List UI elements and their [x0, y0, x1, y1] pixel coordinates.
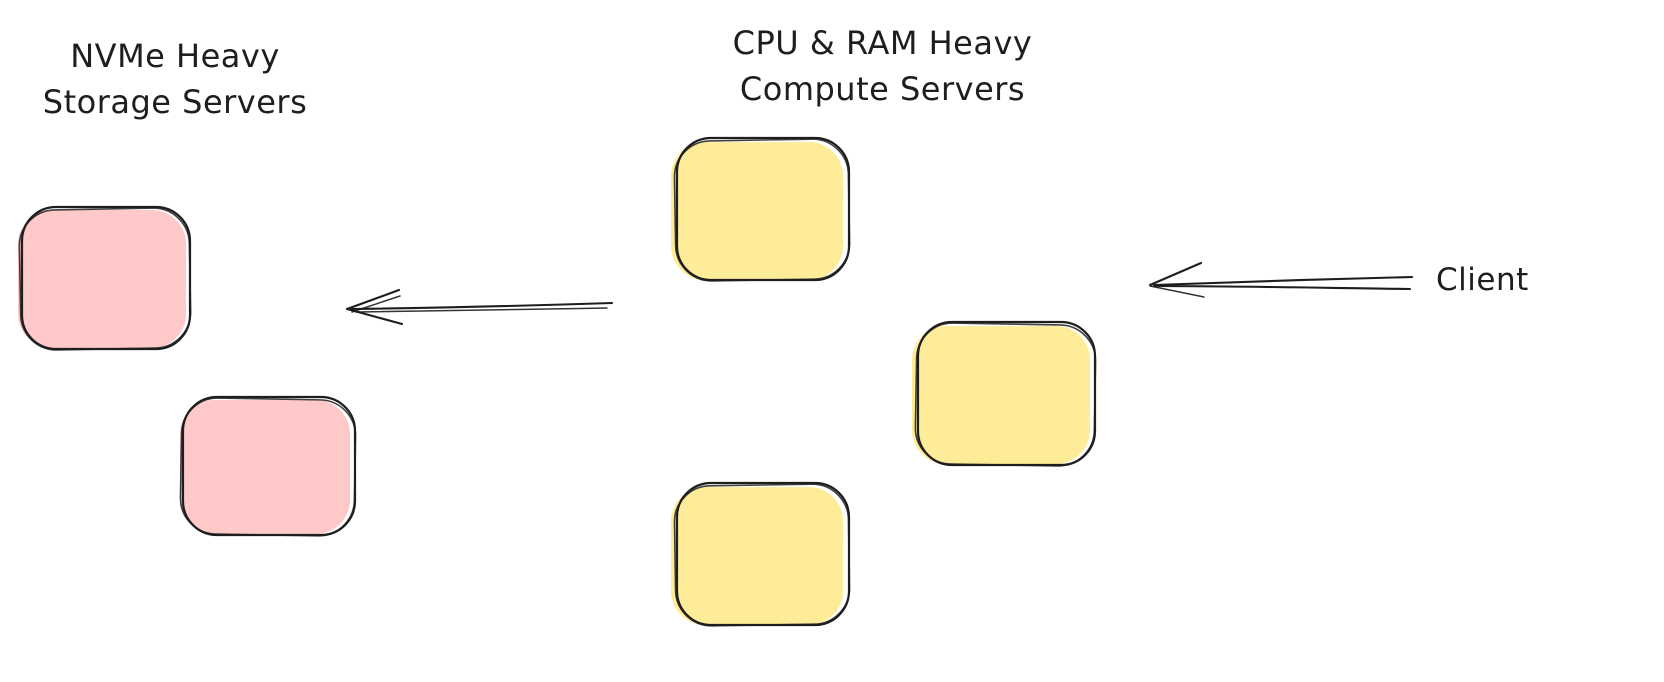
compute-group-label-line2: Compute Servers	[739, 70, 1026, 109]
compute-server-node-2	[912, 320, 1097, 467]
compute-server-node-1	[671, 136, 851, 282]
storage-group-label-line1: NVMe Heavy	[70, 37, 280, 75]
compute-group-label: CPU & RAM Heavy Compute Servers	[700, 20, 1065, 113]
storage-group-label-line2: Storage Servers	[42, 83, 308, 122]
compute-group-label-line1: CPU & RAM Heavy	[732, 24, 1033, 62]
storage-server-node-2	[179, 395, 357, 537]
storage-group-label: NVMe Heavy Storage Servers	[20, 33, 330, 126]
arrow-client-to-compute	[1148, 261, 1414, 298]
client-label: Client	[1436, 262, 1529, 298]
compute-server-node-3	[671, 481, 851, 627]
storage-server-node-1	[18, 205, 192, 351]
arrow-compute-to-storage	[345, 288, 614, 326]
